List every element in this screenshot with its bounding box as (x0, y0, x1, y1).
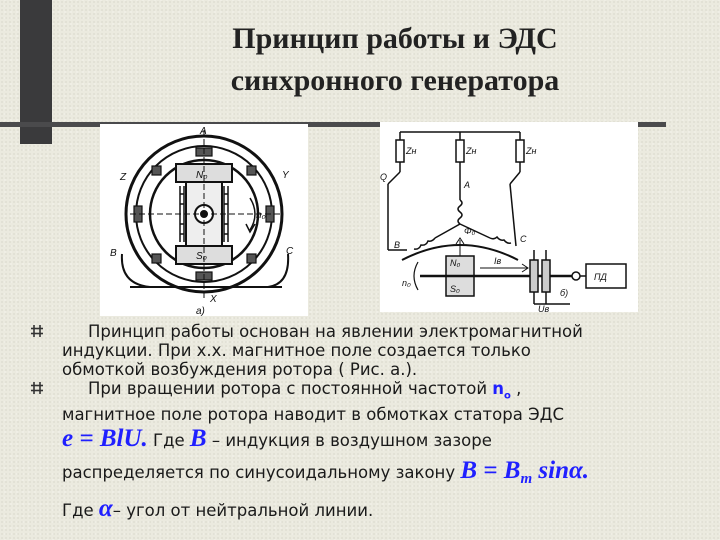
sine-law-sub: m (520, 471, 533, 488)
label-A: A (199, 126, 207, 137)
paragraph-2: При вращении ротора с постоянной частото… (30, 379, 710, 526)
figure-b-circuit-schematic: Zн Zн Zн Q A B C Φ₀ N₀ S₀ n₀ Iв ПД Uв б) (380, 122, 638, 312)
load-resistor-1 (395, 139, 405, 163)
phase-B-winding (413, 237, 436, 250)
load-resistor-2 (455, 139, 465, 163)
phase-A-winding (457, 199, 463, 225)
bullet-hash-icon (31, 382, 43, 394)
label-Uv: Uв (538, 304, 549, 312)
p1-line-1: Принцип работы основан на явлении электр… (88, 322, 583, 341)
emf-formula: e = BlU. (62, 425, 148, 453)
slip-ring-1 (529, 259, 539, 293)
title-underline-rule (0, 122, 666, 127)
label-B: B (394, 240, 400, 250)
p2-line-3: e = BlU. Где B – индукция в воздушном за… (62, 424, 710, 456)
label-Zn2: Zн (465, 146, 476, 156)
label-Y: Y (282, 170, 290, 181)
figure-a-caption: а) (196, 306, 205, 316)
load-resistor-3 (515, 139, 525, 163)
slide-title: Принцип работы и ЭДС синхронного генерат… (130, 18, 660, 102)
p2-line-1-post: , (510, 379, 522, 398)
paragraph-1: Принцип работы основан на явлении электр… (30, 322, 710, 379)
slide-body-text: Принцип работы основан на явлении электр… (30, 322, 710, 526)
label-C: C (520, 234, 527, 244)
title-line-1: Принцип работы и ЭДС (232, 22, 558, 55)
title-line-2: синхронного генератора (230, 64, 560, 97)
label-Zn1: Zн (405, 146, 416, 156)
label-X: X (209, 294, 217, 305)
rotation-arrow-head (245, 223, 256, 234)
label-N0: N₀ (196, 170, 207, 181)
p1-line-2: индукции. При х.х. магнитное поле создае… (62, 341, 531, 360)
generator-cross-section-drawing: A X Z Y B C N₀ S₀ n₀ а) (110, 126, 294, 316)
label-Phi0: Φ₀ (464, 226, 476, 236)
p2-line-1: При вращении ротора с постоянной частото… (62, 379, 710, 405)
p2-line-1-text: При вращении ротора с постоянной частото… (88, 379, 493, 398)
p2-line-3-mid: Где (147, 431, 190, 451)
sine-law-formula: B = Bm sinα. (460, 457, 590, 488)
n0-letter: n (492, 379, 505, 398)
p2-line-4: распределяется по синусоидальному закону… (62, 456, 710, 494)
p2-line-4-text: распределяется по синусоидальному закону (62, 463, 461, 483)
label-n0: n₀ (256, 210, 266, 221)
bullet-hash-icon (31, 325, 43, 337)
label-Z: Z (119, 172, 127, 183)
label-N0: N₀ (450, 258, 460, 268)
current-arrow (521, 263, 529, 273)
rotation-arc (413, 261, 419, 291)
sine-law-pre: B = B (460, 457, 521, 485)
n0-symbol: no (492, 379, 511, 402)
label-S0: S₀ (450, 284, 460, 294)
alpha-symbol: α (98, 495, 113, 523)
flux-arrow (455, 237, 465, 245)
label-Q: Q (380, 172, 387, 182)
label-Is: Iв (494, 256, 502, 266)
p2-line-5-post: – угол от нейтральной линии. (112, 501, 374, 521)
prime-mover-box (585, 263, 627, 289)
p1-line-3: обмоткой возбуждения ротора ( Рис. а.). (62, 360, 418, 379)
induction-symbol: B (189, 425, 207, 453)
p2-line-2: магнитное поле ротора наводит в обмотках… (62, 405, 565, 425)
p2-line-5-pre: Где (62, 501, 99, 521)
label-S0: S₀ (196, 251, 207, 262)
label-Zn3: Zн (525, 146, 536, 156)
rotation-arc (249, 197, 256, 231)
circuit-schematic-drawing: Zн Zн Zн Q A B C Φ₀ N₀ S₀ n₀ Iв ПД Uв б) (380, 131, 627, 312)
label-n0: n₀ (402, 278, 411, 288)
figure-b-caption: б) (560, 288, 568, 298)
label-PD: ПД (594, 272, 608, 282)
n0-subscript: o (504, 390, 511, 402)
slip-ring-2 (541, 259, 551, 293)
sine-law-post: sinα. (532, 457, 590, 485)
phase-C-winding (489, 235, 512, 244)
figure-a-generator-cross-section: A X Z Y B C N₀ S₀ n₀ а) (100, 124, 308, 316)
label-C: C (286, 246, 294, 257)
p2-line-3-post: – индукция в воздушном зазоре (206, 431, 492, 451)
label-B: B (110, 248, 117, 259)
label-A: A (463, 180, 470, 190)
p2-line-5: Где α– угол от нейтральной линии. (62, 494, 710, 526)
decorative-dark-block (20, 0, 52, 144)
